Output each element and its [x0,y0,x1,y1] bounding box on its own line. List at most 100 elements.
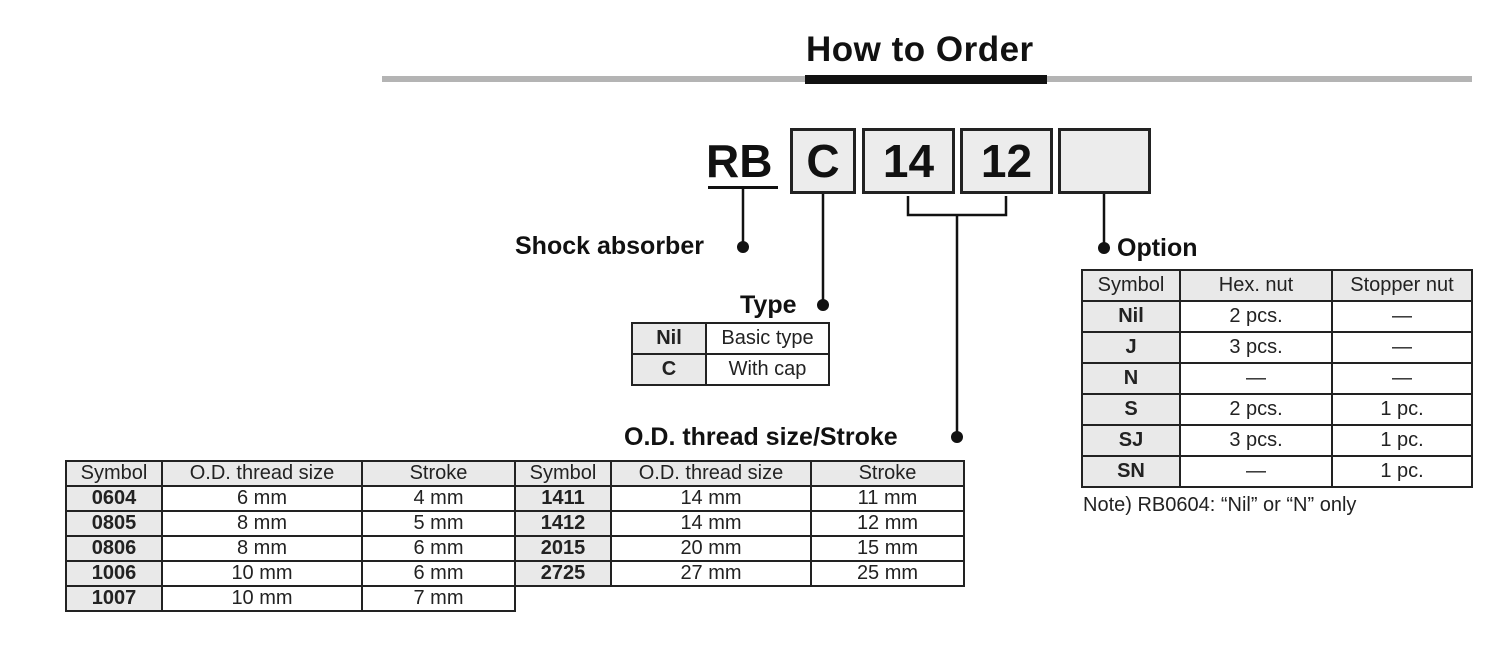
size-symbol: 1411 [514,485,612,512]
title-rule-accent [805,75,1047,84]
option-symbol: S [1081,393,1181,426]
option-hex: — [1179,455,1333,488]
size-symbol: 1006 [65,560,163,587]
option-label: Option [1117,234,1198,262]
page-title: How to Order [806,30,1034,69]
od-stroke-label: O.D. thread size/Stroke [624,423,898,451]
size-stroke: 12 mm [810,510,965,537]
code-box-type: C [790,128,856,194]
option-symbol: J [1081,331,1181,364]
size-od: 8 mm [161,510,363,537]
table-row: Nil Basic type [631,322,830,355]
option-hex: 2 pcs. [1179,300,1333,333]
header-hex-nut: Hex. nut [1179,269,1333,302]
header-od: O.D. thread size [610,460,812,487]
type-table: Nil Basic type C With cap [631,322,830,386]
shock-absorber-dot [737,241,749,253]
type-desc: With cap [705,353,830,386]
table-row: SN—1 pc. [1081,455,1473,488]
size-stroke: 6 mm [361,535,516,562]
code-box-stroke: 12 [960,128,1053,194]
size-stroke: 5 mm [361,510,516,537]
type-desc: Basic type [705,322,830,355]
code-prefix-underline [708,186,778,189]
size-stroke: 4 mm [361,485,516,512]
option-hex: — [1179,362,1333,395]
header-stopper-nut: Stopper nut [1331,269,1473,302]
header-symbol: Symbol [514,460,612,487]
header-stroke: Stroke [810,460,965,487]
option-stopper: — [1331,300,1473,333]
option-hex: 2 pcs. [1179,393,1333,426]
size-stroke: 25 mm [810,560,965,587]
shock-absorber-label: Shock absorber [515,232,704,260]
option-symbol: SN [1081,455,1181,488]
table-row: N—— [1081,362,1473,395]
header-symbol: Symbol [1081,269,1181,302]
size-od: 20 mm [610,535,812,562]
option-stopper: 1 pc. [1331,455,1473,488]
size-symbol: 1007 [65,585,163,612]
header-symbol: Symbol [65,460,163,487]
header-od: O.D. thread size [161,460,363,487]
size-od: 10 mm [161,560,363,587]
type-dot [817,299,829,311]
table-header-row: Symbol O.D. thread size Stroke [65,460,516,487]
size-symbol: 0806 [65,535,163,562]
size-symbol: 2725 [514,560,612,587]
size-od: 8 mm [161,535,363,562]
size-od: 14 mm [610,510,812,537]
type-label: Type [740,291,797,319]
size-stroke: 6 mm [361,560,516,587]
option-symbol: N [1081,362,1181,395]
size-stroke: 15 mm [810,535,965,562]
code-box-od: 14 [862,128,955,194]
size-od: 6 mm [161,485,363,512]
size-od: 27 mm [610,560,812,587]
option-stopper: — [1331,331,1473,364]
option-hex: 3 pcs. [1179,424,1333,457]
size-symbol: 0604 [65,485,163,512]
option-symbol: SJ [1081,424,1181,457]
option-dot [1098,242,1110,254]
type-symbol: C [631,353,707,386]
table-row: C With cap [631,353,830,386]
option-stopper: 1 pc. [1331,393,1473,426]
header-stroke: Stroke [361,460,516,487]
size-symbol: 1412 [514,510,612,537]
option-symbol: Nil [1081,300,1181,333]
option-note: Note) RB0604: “Nil” or “N” only [1083,494,1357,516]
type-symbol: Nil [631,322,707,355]
size-od: 10 mm [161,585,363,612]
size-stroke: 7 mm [361,585,516,612]
size-symbol: 0805 [65,510,163,537]
table-header-row: Symbol O.D. thread size Stroke [514,460,965,487]
code-box-option [1058,128,1151,194]
size-stroke: 11 mm [810,485,965,512]
option-stopper: 1 pc. [1331,424,1473,457]
size-symbol: 2015 [514,535,612,562]
option-hex: 3 pcs. [1179,331,1333,364]
od-stroke-dot [951,431,963,443]
option-stopper: — [1331,362,1473,395]
size-od: 14 mm [610,485,812,512]
table-header-row: Symbol Hex. nut Stopper nut [1081,269,1473,302]
code-prefix: RB [706,135,773,187]
